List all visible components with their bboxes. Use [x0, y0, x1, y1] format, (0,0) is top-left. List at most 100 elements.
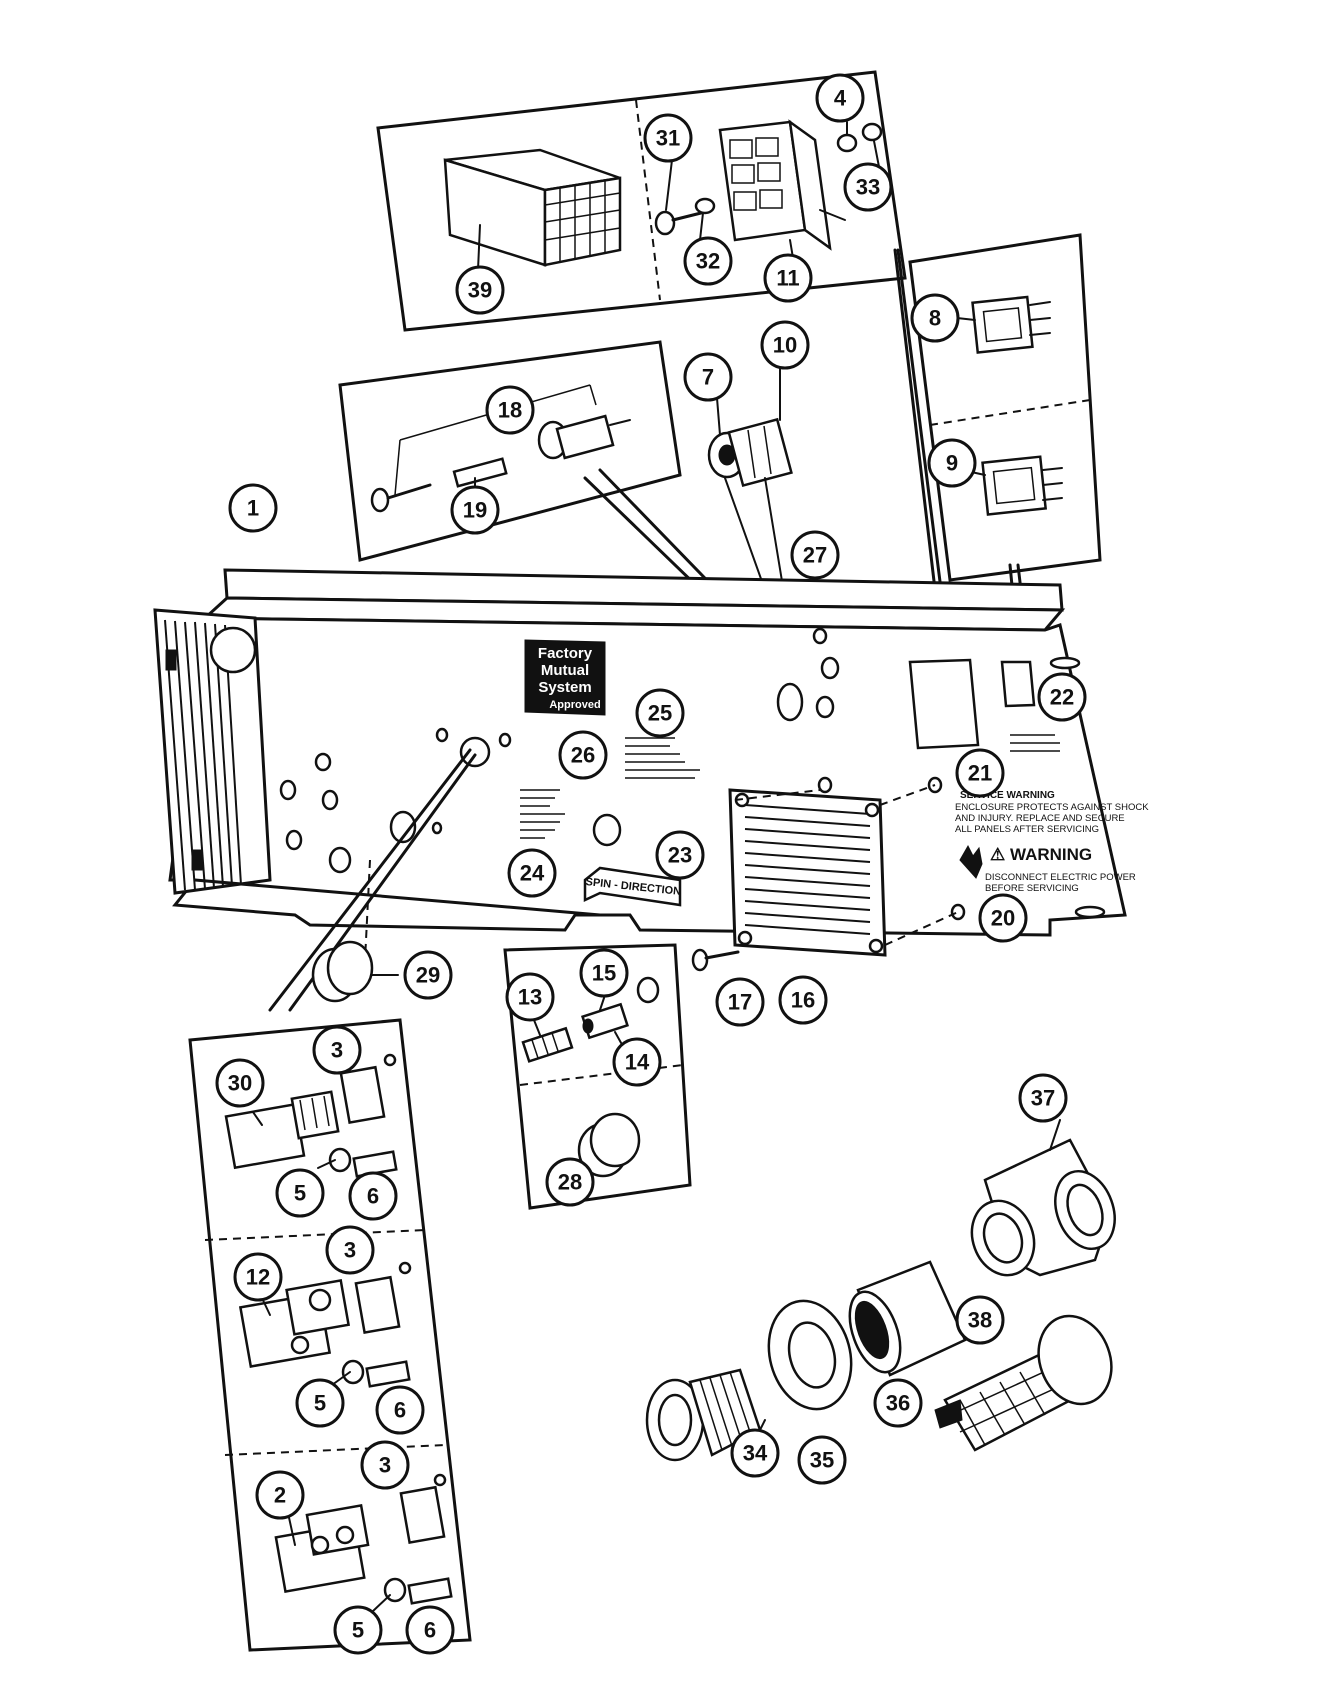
fm-badge-line2: Mutual — [541, 662, 589, 679]
callout-16: 16 — [778, 975, 828, 1025]
left-heatsink-fins — [153, 608, 272, 895]
part-13-spring — [521, 1026, 574, 1063]
part-30-block — [224, 1053, 398, 1178]
fm-badge-line3: System — [538, 679, 591, 696]
callout-29: 29 — [403, 950, 453, 1000]
svg-text:5: 5 — [314, 1391, 326, 1416]
part-39-heatsink — [443, 148, 622, 271]
hole-23 — [592, 813, 622, 847]
warning-text2: BEFORE SERVICING — [985, 883, 1079, 894]
callout-22: 22 — [1037, 672, 1087, 722]
svg-text:35: 35 — [810, 1448, 834, 1473]
svg-text:3: 3 — [331, 1038, 343, 1063]
callout-23: 23 — [655, 830, 705, 880]
service-warning-text2: AND INJURY. REPLACE AND SECURE — [955, 813, 1125, 824]
instruction-text-22 — [1010, 734, 1060, 752]
callout-8: 8 — [910, 293, 960, 343]
part-9-switch — [981, 455, 1063, 516]
callout-37: 37 — [1018, 1073, 1068, 1123]
callout-4: 4 — [815, 73, 865, 123]
svg-text:9: 9 — [946, 451, 958, 476]
svg-text:3: 3 — [379, 1453, 391, 1478]
svg-text:24: 24 — [520, 861, 545, 886]
svg-text:26: 26 — [571, 743, 595, 768]
svg-text:12: 12 — [246, 1265, 270, 1290]
callout-28: 28 — [545, 1157, 595, 1207]
svg-text:21: 21 — [968, 761, 992, 786]
svg-text:11: 11 — [776, 266, 799, 291]
callout-11: 11 — [763, 253, 813, 303]
lower-left-panel — [188, 1018, 472, 1652]
svg-text:3: 3 — [344, 1238, 356, 1263]
hand-shock-icon — [959, 844, 983, 879]
part-16-cover-plate — [728, 788, 887, 957]
lower-middle-panel — [503, 943, 692, 1210]
main-control-panel: Factory Mutual System Approved — [153, 568, 1149, 972]
svg-text:6: 6 — [424, 1618, 436, 1643]
part-15-washer — [636, 976, 660, 1004]
svg-text:20: 20 — [991, 906, 1015, 931]
callout-1: 1 — [228, 483, 278, 533]
fm-badge-line1: Factory — [538, 645, 593, 662]
callout-6b: 6 — [375, 1385, 425, 1435]
callout-9: 9 — [927, 438, 977, 488]
svg-text:33: 33 — [856, 175, 880, 200]
callout-markers: 1 2 3 3 3 4 5 5 5 6 6 6 7 8 9 10 11 12 1… — [215, 73, 1087, 1655]
callout-3a: 3 — [312, 1025, 362, 1075]
svg-text:17: 17 — [728, 990, 752, 1015]
warning-labels: SERVICE WARNING ENCLOSURE PROTECTS AGAIN… — [955, 790, 1149, 894]
part-4-lockwasher — [836, 133, 858, 153]
callout-36: 36 — [873, 1378, 923, 1428]
svg-text:7: 7 — [702, 365, 714, 390]
callout-5a: 5 — [275, 1168, 325, 1218]
part-28-plug — [577, 1112, 641, 1178]
service-warning-text3: ALL PANELS AFTER SERVICING — [955, 824, 1099, 835]
callout-6a: 6 — [348, 1171, 398, 1221]
callout-33: 33 — [843, 162, 893, 212]
part-31-screw — [654, 197, 716, 236]
part-29-plug — [311, 940, 399, 1003]
svg-text:29: 29 — [416, 963, 440, 988]
svg-text:25: 25 — [648, 701, 672, 726]
svg-text:32: 32 — [696, 249, 720, 274]
callout-10: 10 — [760, 320, 810, 370]
callout-20: 20 — [978, 893, 1028, 943]
svg-text:39: 39 — [468, 278, 492, 303]
svg-text:2: 2 — [274, 1483, 286, 1508]
callout-17: 17 — [715, 977, 765, 1027]
switch-window — [1000, 660, 1036, 708]
part-12-block — [238, 1261, 412, 1388]
part-17-screw — [691, 948, 740, 972]
callout-27: 27 — [790, 530, 840, 580]
service-warning-text1: ENCLOSURE PROTECTS AGAINST SHOCK — [955, 802, 1149, 813]
hole-24 — [459, 736, 491, 768]
svg-text:36: 36 — [886, 1391, 910, 1416]
callout-30: 30 — [215, 1058, 265, 1108]
part-14-spring — [581, 1002, 629, 1040]
svg-text:5: 5 — [352, 1618, 364, 1643]
callout-35: 35 — [797, 1435, 847, 1485]
svg-text:16: 16 — [791, 988, 815, 1013]
part-18-fuseholder — [370, 414, 631, 513]
part-38-strainer — [934, 1314, 1113, 1452]
warning-heading: ⚠ WARNING — [990, 845, 1092, 864]
svg-text:4: 4 — [834, 86, 847, 111]
callout-19: 19 — [450, 485, 500, 535]
part-35-washer — [767, 1299, 853, 1411]
service-warning-title: SERVICE WARNING — [960, 790, 1055, 801]
svg-text:27: 27 — [803, 543, 827, 568]
svg-text:34: 34 — [743, 1441, 768, 1466]
svg-text:6: 6 — [394, 1398, 406, 1423]
callout-25: 25 — [635, 688, 685, 738]
svg-text:28: 28 — [558, 1170, 582, 1195]
callout-39: 39 — [455, 265, 505, 315]
callout-2: 2 — [255, 1470, 305, 1520]
relay-window — [908, 658, 980, 750]
fm-approval-badge: Factory Mutual System Approved — [524, 639, 606, 716]
callout-6c: 6 — [405, 1605, 455, 1655]
svg-text:13: 13 — [518, 985, 542, 1010]
callout-24: 24 — [507, 848, 557, 898]
callout-5b: 5 — [295, 1378, 345, 1428]
svg-text:14: 14 — [625, 1050, 650, 1075]
